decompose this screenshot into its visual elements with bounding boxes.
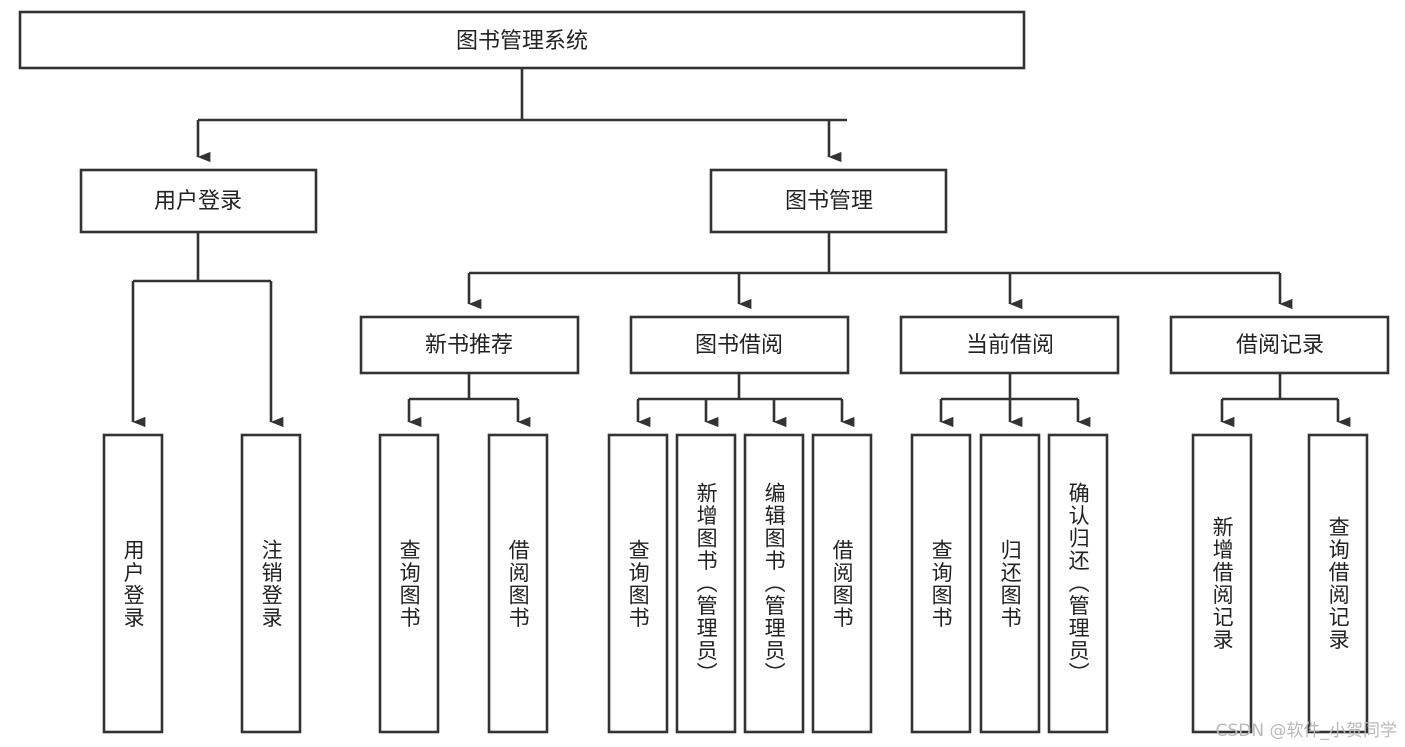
leaf-box-borrow-book-2[interactable] xyxy=(811,433,873,734)
node-user-login-label: 用户登录 xyxy=(154,189,242,214)
leaf-box-add-book[interactable] xyxy=(675,433,737,734)
connectors xyxy=(131,68,1351,428)
leaf-box-add-record[interactable] xyxy=(1191,433,1253,734)
leaf-box-return-book[interactable] xyxy=(979,433,1041,734)
leaf-box-user-login[interactable] xyxy=(102,433,164,734)
node-new-book-rec-label: 新书推荐 xyxy=(425,333,513,358)
leaf-box-query-book-1[interactable] xyxy=(378,433,440,734)
node-new-book-rec[interactable]: 新书推荐 xyxy=(359,315,580,375)
leaf-box-confirm-return[interactable] xyxy=(1047,433,1109,734)
leaf-box-query-record[interactable] xyxy=(1307,433,1369,734)
leaf-box-borrow-book-1[interactable] xyxy=(487,433,549,734)
leaf-box-user-logout[interactable] xyxy=(240,433,302,734)
node-current-borrow-label: 当前借阅 xyxy=(966,333,1054,358)
node-borrow-record-label: 借阅记录 xyxy=(1236,333,1324,358)
node-borrow-record[interactable]: 借阅记录 xyxy=(1169,315,1390,375)
node-user-login[interactable]: 用户登录 xyxy=(79,168,318,234)
leaf-box-query-book-2[interactable] xyxy=(607,433,669,734)
watermark-text: CSDN @软件_小贺同学 xyxy=(1215,721,1397,741)
node-book-manage-label: 图书管理 xyxy=(785,189,873,214)
node-book-manage[interactable]: 图书管理 xyxy=(709,168,948,234)
leaf-box-query-book-3[interactable] xyxy=(910,433,972,734)
node-current-borrow[interactable]: 当前借阅 xyxy=(899,315,1120,375)
node-book-borrow-label: 图书借阅 xyxy=(695,333,783,358)
node-book-borrow[interactable]: 图书借阅 xyxy=(629,315,850,375)
node-root[interactable]: 图书管理系统 xyxy=(18,10,1026,70)
node-root-label: 图书管理系统 xyxy=(456,29,588,54)
leaf-box-edit-book[interactable] xyxy=(743,433,805,734)
leaf-boxes xyxy=(102,433,1369,734)
